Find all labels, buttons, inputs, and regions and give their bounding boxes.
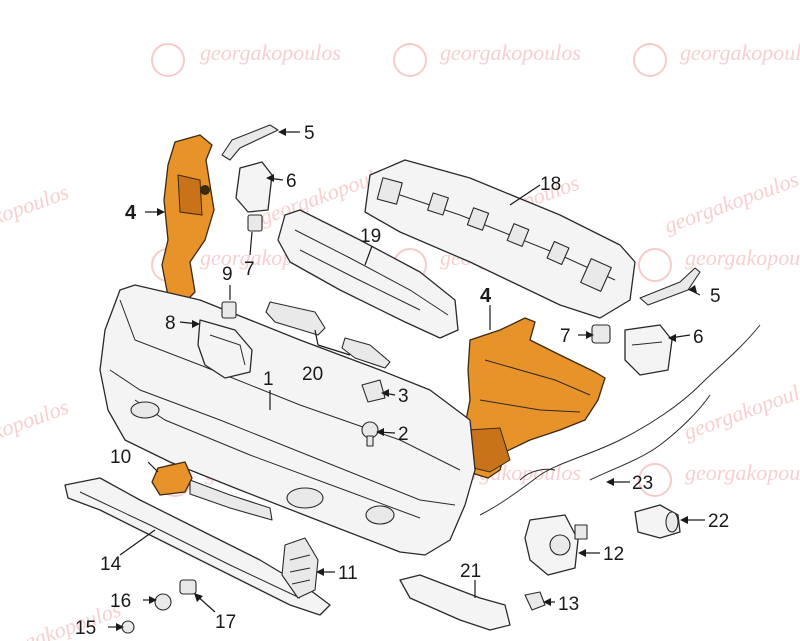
part-18-reinforcement-bar <box>364 159 636 319</box>
callout-15: 15 <box>75 618 96 639</box>
watermark-logo-6: georgakopoulos <box>638 245 800 282</box>
part-7-left-clip <box>247 214 263 232</box>
callout-1: 1 <box>263 369 274 390</box>
callout-5-right: 5 <box>710 286 721 307</box>
callout-20: 20 <box>302 364 323 385</box>
watermark-side-1: gakopoulos <box>0 179 72 237</box>
part-8-fog-bracket <box>197 319 253 379</box>
part-5-left-strip <box>221 124 279 161</box>
callout-4-left: 4 <box>125 202 137 224</box>
part-21-lower-bracket <box>399 574 511 631</box>
part-17-fastener <box>179 579 197 595</box>
watermark-text-6: georgakopoulos <box>685 245 800 270</box>
watermark-diag-6: gakopoulos <box>20 596 124 641</box>
callout-4-right: 4 <box>480 285 492 307</box>
part-4-left-bracket <box>161 134 215 306</box>
watermark-text-9: georgakopoulos <box>685 460 800 485</box>
callout-7-left: 7 <box>244 259 255 280</box>
leader-lines <box>108 128 705 631</box>
part-5-right-strip <box>639 267 701 306</box>
part-4-right-bracket <box>457 317 606 479</box>
callout-14: 14 <box>100 554 122 575</box>
watermark-diag-5: georgakopoulos <box>680 373 800 445</box>
part-7-right-clip <box>591 324 611 344</box>
callout-19: 19 <box>360 226 381 247</box>
watermark-logo-3: georgakopoulos <box>633 40 800 77</box>
part-16-fastener <box>154 593 172 611</box>
callout-18: 18 <box>540 174 561 195</box>
callout-16: 16 <box>110 591 131 612</box>
part-3-clip <box>361 379 386 403</box>
part-19-energy-absorber <box>277 209 459 339</box>
callout-3: 3 <box>398 386 409 407</box>
part-10-grille-insert <box>151 461 193 496</box>
callout-17: 17 <box>215 612 236 633</box>
callout-6-left: 6 <box>286 171 297 192</box>
callout-6-right: 6 <box>693 327 704 348</box>
part-11-side-grille <box>281 537 319 599</box>
part-22-parking-sensor <box>634 504 681 539</box>
callout-11: 11 <box>338 563 358 584</box>
callout-5-left: 5 <box>304 123 315 144</box>
callout-9: 9 <box>222 264 233 285</box>
callout-labels: 5 6 4 7 9 8 19 18 4 5 6 7 20 3 1 2 10 23… <box>75 123 729 639</box>
callout-22: 22 <box>708 511 729 532</box>
watermark-side-2: gakopoulos <box>0 394 72 452</box>
callout-21: 21 <box>460 561 481 582</box>
watermark-text-3: georgakopoulos <box>680 40 800 65</box>
part-23-wiring-harness <box>479 324 761 516</box>
part-20-brackets <box>265 301 391 369</box>
part-2-screw <box>361 421 379 447</box>
watermark-diag-3: georgakopoulos <box>661 166 800 238</box>
part-14-lower-spoiler <box>64 477 331 616</box>
part-12-fog-lamp <box>524 514 588 576</box>
callout-12: 12 <box>603 544 624 565</box>
watermark-logo-1: georgakopoulos <box>151 40 341 77</box>
callout-10: 10 <box>110 447 131 468</box>
watermark-logo-9: georgakopoulos <box>638 460 800 497</box>
watermark-text-1: georgakopoulos <box>200 40 341 65</box>
watermark-text-2: georgakopoulos <box>440 40 581 65</box>
watermark-logo-2: georgakopoulos <box>393 40 581 77</box>
part-13-clip <box>524 591 546 611</box>
part-6-right-bracket <box>624 324 673 376</box>
part-6-left-bracket <box>235 161 273 213</box>
callout-2: 2 <box>398 424 409 445</box>
part-9-clip <box>221 301 237 319</box>
part-1-bumper-cover <box>99 284 476 556</box>
callout-7-right: 7 <box>560 326 571 347</box>
callout-13: 13 <box>558 594 579 615</box>
callout-23: 23 <box>632 473 653 494</box>
callout-8: 8 <box>165 313 176 334</box>
